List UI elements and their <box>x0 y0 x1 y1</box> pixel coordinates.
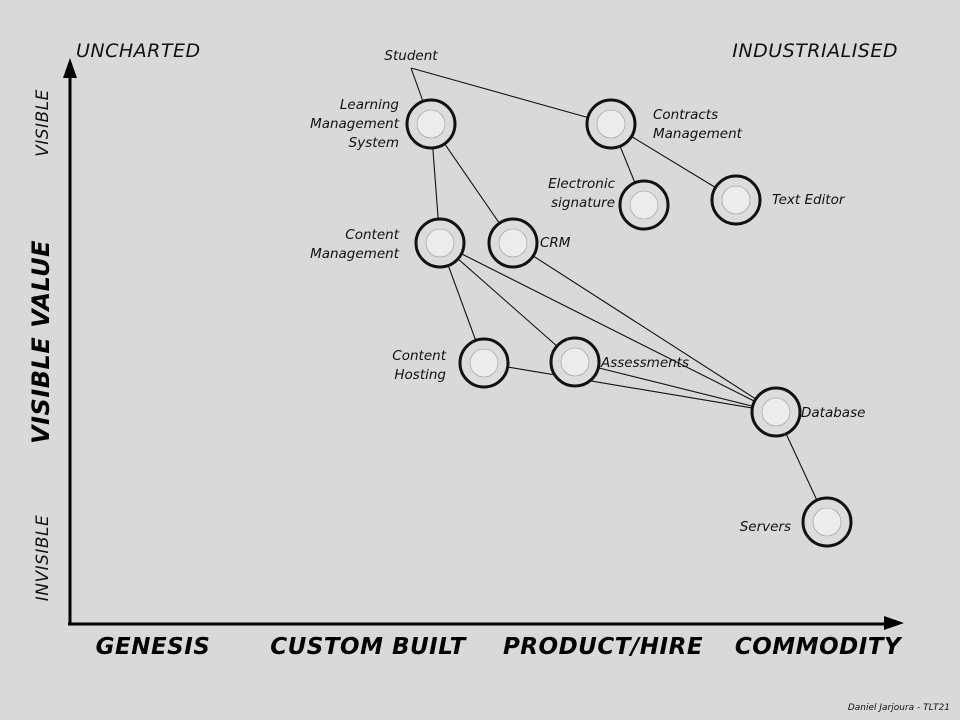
component-database[interactable]: Database <box>750 386 865 438</box>
component-label-contracts: Contracts <box>653 107 718 123</box>
x-axis-arrowhead <box>884 616 904 630</box>
component-texteditor[interactable]: Text Editor <box>710 174 846 226</box>
link-hosting-to-database <box>483 362 777 413</box>
component-core-lms <box>416 109 446 139</box>
component-label-content: Management <box>310 246 400 262</box>
component-core-contracts <box>596 109 626 139</box>
component-label-texteditor: Text Editor <box>772 192 846 208</box>
component-label-assessments: Assessments <box>600 355 689 371</box>
component-label-content: Content <box>345 227 399 243</box>
component-label-servers: Servers <box>740 519 791 535</box>
component-core-content <box>425 228 455 258</box>
stage-genesis: GENESIS <box>96 634 211 660</box>
component-label-lms: Learning <box>340 97 400 113</box>
component-label-hosting: Hosting <box>394 367 446 383</box>
y-axis-top-label: VISIBLE <box>33 89 53 157</box>
link-crm-to-database <box>512 242 777 413</box>
stage-commodity: COMMODITY <box>735 634 903 660</box>
component-label-esign: signature <box>551 195 615 211</box>
component-esign[interactable]: Electronic signature <box>548 176 670 231</box>
component-label-hosting: Content <box>392 348 446 364</box>
corner-top-right: INDUSTRIALISED <box>732 40 898 62</box>
component-label-lms: System <box>349 135 399 151</box>
component-student[interactable]: Student <box>384 48 438 64</box>
stage-custom-built: CUSTOM BUILT <box>270 634 467 660</box>
link-assessments-to-database <box>574 361 777 413</box>
y-axis-title: VISIBLE VALUE <box>27 240 55 444</box>
link-content-to-database <box>439 242 777 413</box>
component-crm[interactable]: CRM <box>487 217 571 269</box>
link-content-to-assessments <box>439 242 576 363</box>
component-core-assessments <box>560 347 590 377</box>
nodes-layer: StudentLearningManagementSystemContracts… <box>310 48 865 548</box>
component-core-database <box>761 397 791 427</box>
y-axis-arrowhead <box>63 58 77 78</box>
author-credit: Daniel Jarjoura - TLT21 <box>848 703 950 713</box>
corner-top-left: UNCHARTED <box>76 40 201 62</box>
component-core-servers <box>812 507 842 537</box>
component-core-esign <box>629 190 659 220</box>
component-label-student: Student <box>384 48 438 64</box>
stage-product-hire: PRODUCT/HIRE <box>503 634 703 660</box>
component-label-lms: Management <box>310 116 400 132</box>
component-label-contracts: Management <box>653 126 743 142</box>
component-core-texteditor <box>721 185 751 215</box>
component-servers[interactable]: Servers <box>740 496 853 548</box>
link-student-to-contracts <box>410 67 612 125</box>
component-label-esign: Electronic <box>548 176 615 192</box>
component-label-database: Database <box>801 405 865 421</box>
component-core-hosting <box>469 348 499 378</box>
component-assessments[interactable]: Assessments <box>549 336 689 388</box>
y-axis-bottom-label: INVISIBLE <box>33 515 53 602</box>
component-label-crm: CRM <box>540 235 571 251</box>
component-core-crm <box>498 228 528 258</box>
